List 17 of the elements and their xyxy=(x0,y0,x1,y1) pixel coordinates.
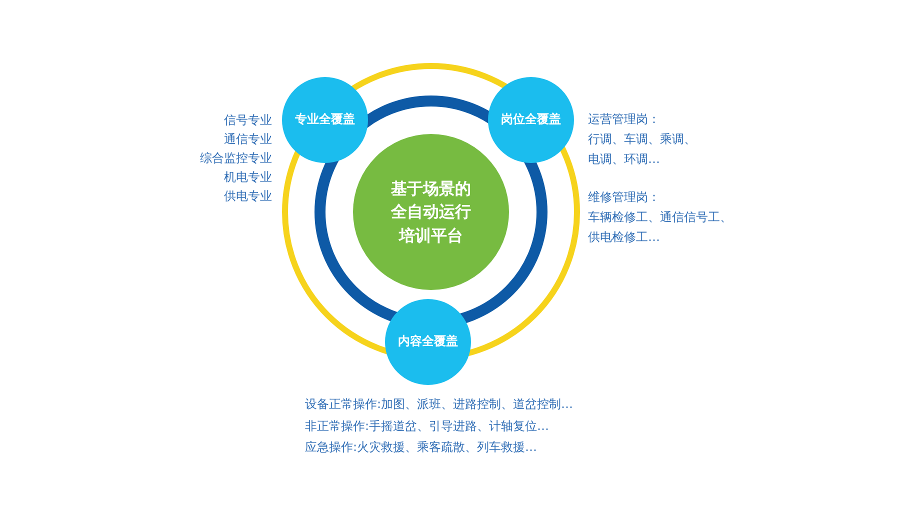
coverage-circle xyxy=(488,77,574,163)
coverage-title: 岗位全覆盖 xyxy=(500,111,562,128)
note-text: 车辆检修工、通信信号工、供电检修工… xyxy=(588,209,733,246)
note-text: 行调、车调、乘调、电调、环调… xyxy=(588,131,697,168)
note-text: 非正常操作:手摇道岔、引导进路、计轴复位… xyxy=(305,418,550,434)
note-text: 应急操作:火灾救援、乘客疏散、列车救援… xyxy=(305,439,538,456)
note-text: 运营管理岗： xyxy=(588,111,661,128)
note-text: 综合监控专业 xyxy=(200,150,272,167)
note-text: 供电专业 xyxy=(223,188,272,205)
coverage-title: 内容全覆盖 xyxy=(397,333,459,350)
note-text: 机电专业 xyxy=(223,169,272,186)
note-text: 设备正常操作:加图、派班、进路控制、道岔控制… xyxy=(305,396,574,413)
coverage-title: 专业全覆盖 xyxy=(294,111,356,128)
note-text: 维修管理岗： xyxy=(588,189,661,206)
platform-title: 基于场景的全自动运行培训平台 xyxy=(390,178,472,247)
note-text: 信号专业 xyxy=(223,112,272,129)
note-text: 通信专业 xyxy=(223,131,272,148)
